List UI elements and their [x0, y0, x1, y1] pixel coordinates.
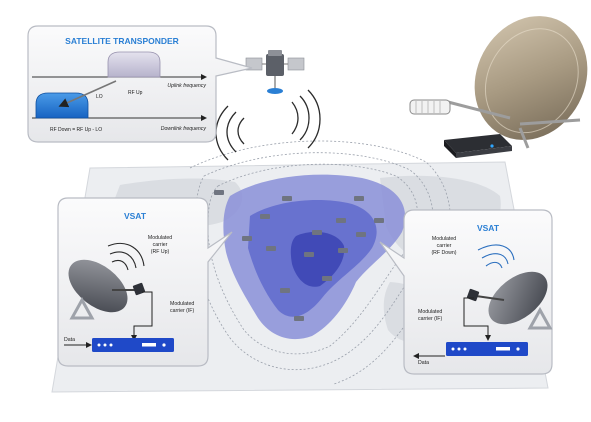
vsat-right-rf-line2: carrier — [437, 243, 452, 249]
vsat-left-data-label: Data — [64, 337, 75, 343]
vsat-right-if-line2: carrier (IF) — [418, 316, 442, 322]
vsat-right-dish-icon — [466, 271, 553, 330]
vsat-left-if-line2: carrier (IF) — [170, 308, 194, 314]
vsat-right-modem-icon — [446, 342, 528, 356]
map-value-tags — [214, 190, 384, 321]
vsat-right-if-line1: Modulated — [418, 309, 442, 315]
rf-up-peak — [107, 51, 161, 78]
vsat-left-dish-icon — [68, 259, 146, 320]
vsat-right-waves-icon — [477, 244, 515, 269]
vsat-left-modem-icon — [92, 338, 174, 352]
vsat-left-if-cable — [131, 291, 153, 341]
satellite-transponder-panel: SATELLITE TRANSPONDER Uplink frequency D… — [27, 25, 253, 143]
vsat-left-waves-icon — [107, 242, 145, 271]
vsat-left-rf-line3: (RF Up) — [151, 249, 170, 255]
vsat-left-if-line1: Modulated — [170, 301, 194, 307]
vsat-right-panel: VSAT Modulated carrier (RF Down) Modulat… — [379, 209, 553, 375]
large-dish-antenna-icon — [409, 16, 588, 158]
vsat-right-data-label: Data — [418, 360, 429, 366]
vsat-left-panel: VSAT Modulated carrier (RF Up) Modulated… — [57, 197, 233, 367]
rf-up-label: RF Up — [128, 90, 143, 96]
downlink-frequency-label: Downlink frequency — [161, 126, 207, 132]
rf-down-formula: RF Down = RF Up - LO — [50, 127, 102, 133]
satellite-icon — [245, 50, 305, 94]
vsat-left-rf-line2: carrier — [153, 242, 168, 248]
coverage-contours — [189, 140, 451, 385]
vsat-right-rf-line1: Modulated — [432, 236, 456, 242]
uplink-frequency-label: Uplink frequency — [167, 83, 206, 89]
signal-waves-icon — [215, 89, 321, 161]
vsat-left-title: VSAT — [124, 211, 147, 221]
vsat-right-if-cable — [463, 297, 491, 341]
frequency-conversion-arrow — [58, 80, 117, 108]
vsat-right-rf-line3: (RF Down) — [431, 250, 456, 256]
transponder-title: SATELLITE TRANSPONDER — [65, 36, 179, 46]
vsat-left-rf-line1: Modulated — [148, 235, 172, 241]
lo-label: LO — [96, 94, 103, 100]
vsat-right-title: VSAT — [477, 223, 500, 233]
